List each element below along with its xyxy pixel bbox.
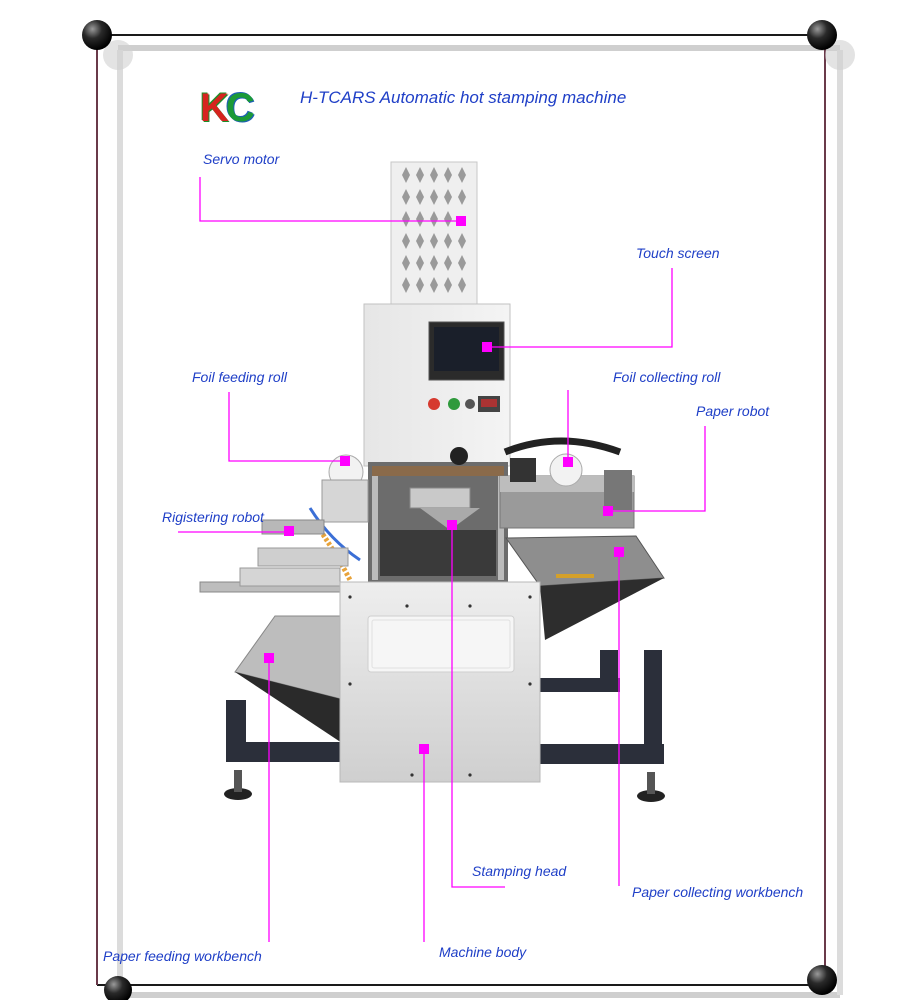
label-foil-collecting-roll: Foil collecting roll xyxy=(613,369,721,385)
stop-button xyxy=(428,398,440,410)
pressure-knob xyxy=(450,447,468,465)
page-title: H-TCARS Automatic hot stamping machine xyxy=(300,88,627,107)
pin-foil-feeding-roll xyxy=(340,456,350,466)
servo-motor-cover xyxy=(390,161,478,305)
cable-chain xyxy=(503,437,622,456)
leader-touch-screen xyxy=(487,268,673,348)
foil-collecting-roll-graphic xyxy=(549,453,583,487)
leader-stamping-head xyxy=(451,526,505,888)
pin-stamping-head xyxy=(447,520,457,530)
label-paper-feeding-workbench: Paper feeding workbench xyxy=(103,948,262,964)
start-button xyxy=(448,398,460,410)
kc-logo: KC xyxy=(200,86,255,130)
base-frame xyxy=(226,650,664,764)
pin-foil-collecting-roll xyxy=(563,457,573,467)
leader-paper-robot xyxy=(608,426,706,512)
label-servo-motor: Servo motor xyxy=(203,151,280,167)
pin-paper-robot xyxy=(603,506,613,516)
label-paper-collecting-workbench: Paper collecting workbench xyxy=(632,884,804,900)
label-paper-robot: Paper robot xyxy=(696,403,770,419)
machine-body-panel xyxy=(339,581,541,783)
pin-machine-body xyxy=(419,744,429,754)
pin-paper-feeding-workbench xyxy=(264,653,274,663)
label-stamping-head: Stamping head xyxy=(472,863,567,879)
pin-servo-motor xyxy=(456,216,466,226)
leader-servo-motor xyxy=(199,177,461,222)
label-registering-robot: Rigistering robot xyxy=(162,509,264,525)
pin-paper-collecting-workbench xyxy=(614,547,624,557)
pin-touch-screen xyxy=(482,342,492,352)
pin-registering-robot xyxy=(284,526,294,536)
leader-foil-feeding-roll xyxy=(228,392,345,462)
label-foil-feeding-roll: Foil feeding roll xyxy=(192,369,287,385)
label-machine-body: Machine body xyxy=(439,944,527,960)
label-touch-screen: Touch screen xyxy=(636,245,720,261)
